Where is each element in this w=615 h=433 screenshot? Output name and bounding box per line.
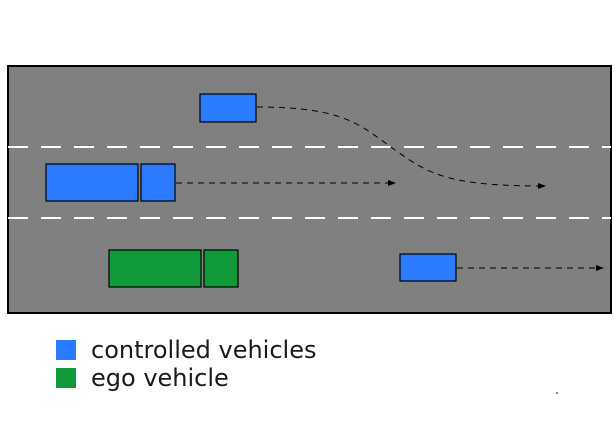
legend-item-ego: ego vehicle — [56, 364, 316, 392]
controlled-vehicle-bottom — [399, 253, 457, 282]
legend: controlled vehicles ego vehicle — [56, 336, 316, 392]
legend-label-ego: ego vehicle — [91, 364, 229, 392]
stray-dot — [556, 392, 558, 394]
legend-item-controlled: controlled vehicles — [56, 336, 316, 364]
legend-label-controlled: controlled vehicles — [91, 336, 317, 364]
controlled-truck-cab — [140, 163, 176, 202]
ego-truck-trailer — [108, 249, 202, 288]
ego-truck-cab — [203, 249, 239, 288]
controlled-vehicle-top — [199, 93, 257, 123]
legend-swatch-ego — [56, 368, 76, 388]
trajectory-lane-change — [256, 106, 546, 189]
controlled-truck-trailer — [45, 163, 139, 202]
legend-swatch-controlled — [56, 340, 76, 360]
